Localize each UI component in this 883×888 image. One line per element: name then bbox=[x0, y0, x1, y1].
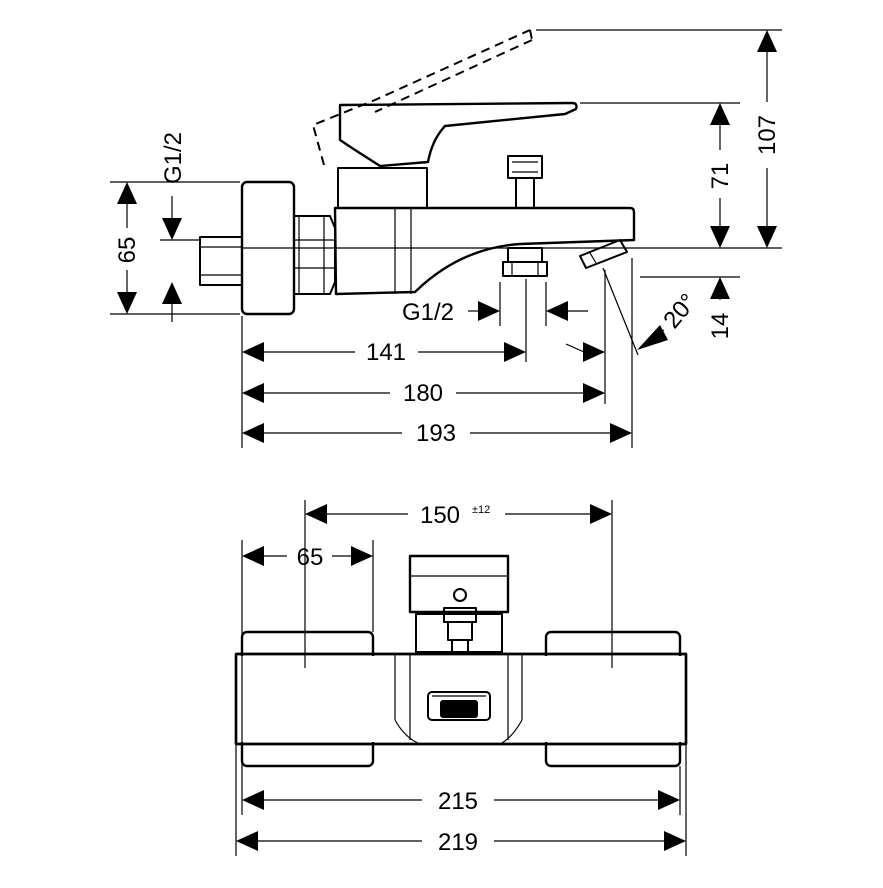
dimension-193-label: 193 bbox=[416, 420, 456, 447]
aerator-leader bbox=[565, 342, 605, 362]
wall-connection-pipe bbox=[199, 236, 243, 286]
dimension-219: 219 bbox=[236, 829, 686, 856]
dimension-107-label: 107 bbox=[754, 115, 781, 155]
dimension-65-side: 65 bbox=[114, 182, 141, 314]
hand-shower-outlet bbox=[502, 247, 548, 277]
angle-20-label: 20° bbox=[658, 289, 702, 334]
dimension-65-top: 65 bbox=[242, 544, 373, 571]
dimension-150-tolerance: ±12 bbox=[472, 504, 490, 516]
dimension-150-label: 150 bbox=[420, 502, 460, 529]
dimension-215: 215 bbox=[242, 788, 680, 815]
dimension-150: 150 ±12 bbox=[305, 502, 612, 529]
dimension-14: 14 bbox=[707, 277, 734, 339]
thread-outlet-dimension: G1/2 bbox=[402, 299, 588, 326]
dimension-107: 107 bbox=[754, 30, 781, 248]
dimension-65-side-label: 65 bbox=[114, 237, 141, 264]
spout-aerator bbox=[579, 239, 628, 269]
dimension-14-label: 14 bbox=[707, 313, 734, 340]
dimension-65-top-label: 65 bbox=[297, 544, 324, 571]
top-extension-lines bbox=[235, 500, 687, 856]
lever-top bbox=[408, 554, 510, 653]
top-view: 150 ±12 65 215 219 bbox=[234, 500, 688, 856]
thread-inlet-label: G1/2 bbox=[160, 132, 187, 184]
dimension-71: 71 bbox=[707, 103, 734, 248]
dimension-193: 193 bbox=[242, 420, 632, 447]
dimension-219-label: 219 bbox=[438, 829, 478, 856]
thread-inlet-dimension: G1/2 bbox=[160, 132, 187, 322]
mixer-body bbox=[333, 206, 636, 296]
hex-nut bbox=[293, 215, 336, 295]
lever-handle bbox=[338, 101, 578, 168]
lever-open-position bbox=[311, 29, 531, 166]
diverter-knob-top bbox=[443, 588, 477, 653]
angle-20-dimension: 20° bbox=[637, 289, 702, 350]
dimension-215-label: 215 bbox=[438, 788, 478, 815]
thread-outlet-label: G1/2 bbox=[402, 299, 454, 326]
dimension-180: 180 bbox=[242, 380, 605, 407]
side-view: 107 71 14 65 G bbox=[110, 29, 782, 448]
dimension-71-label: 71 bbox=[707, 163, 734, 190]
dimension-141: 141 bbox=[242, 339, 526, 366]
cartridge-housing bbox=[337, 167, 428, 209]
dimension-180-label: 180 bbox=[403, 380, 443, 407]
diverter-knob bbox=[507, 155, 543, 209]
dimension-141-label: 141 bbox=[366, 339, 406, 366]
aerator-front bbox=[427, 691, 491, 721]
side-extension-lines bbox=[110, 29, 782, 448]
